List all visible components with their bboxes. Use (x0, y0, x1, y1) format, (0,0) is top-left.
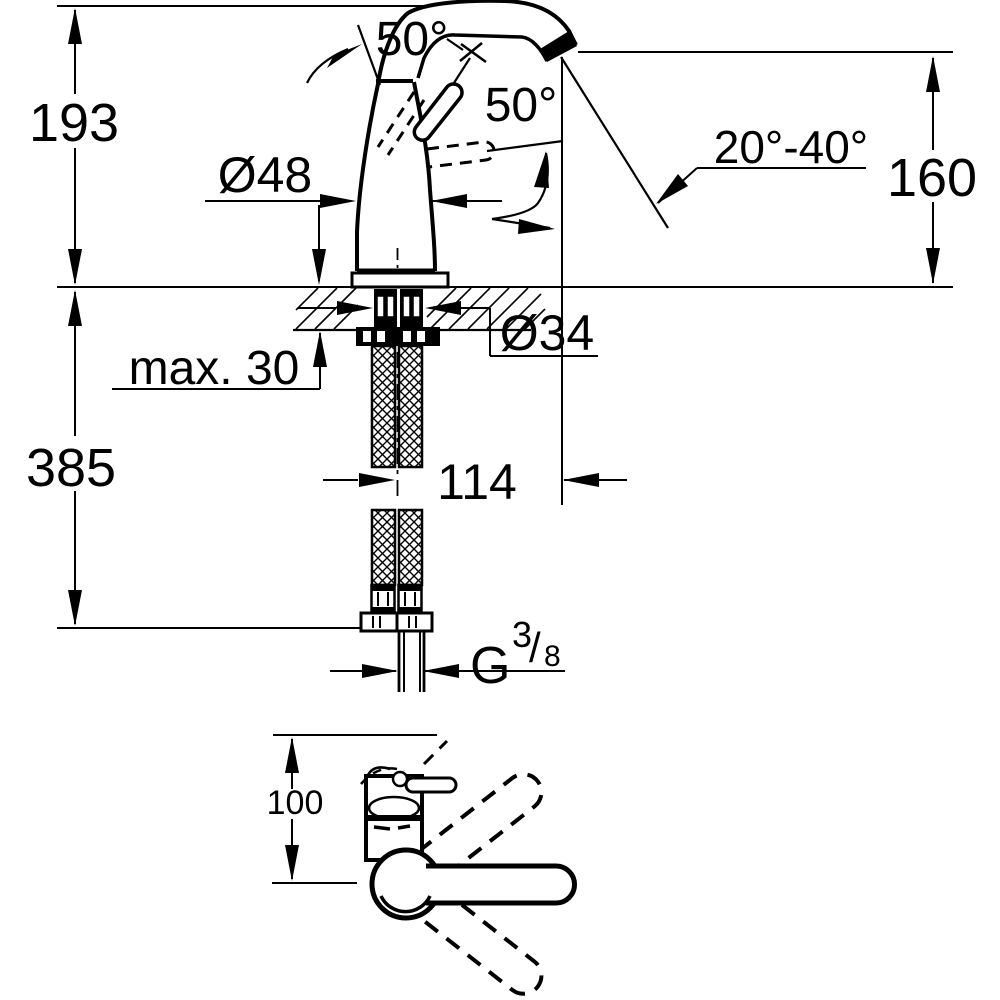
dim-label-max30: max. 30 (129, 342, 300, 395)
angle-construction-lines (306, 24, 669, 230)
angle-arc-50 (491, 152, 551, 230)
connection-pipe (397, 631, 426, 692)
thread-prefix: G (470, 637, 510, 695)
handle-horizontal-axis (486, 139, 564, 153)
pivot-cross-marker (459, 41, 487, 64)
angle-label-50-top: 50° (376, 13, 449, 66)
mounting-and-hoses (356, 289, 440, 692)
dim-label-100: 100 (267, 784, 324, 822)
plan-handle-pin (404, 776, 458, 794)
dim-label-160: 160 (887, 148, 977, 208)
handle-dashed-down (376, 91, 426, 156)
thread-numerator: 3 (512, 614, 532, 655)
handle-dashed-horizontal (426, 140, 496, 169)
dim-label-d34: Ø34 (500, 305, 595, 361)
angle-label-50-front: 50° (485, 79, 558, 132)
plan-lever-solid (426, 863, 577, 906)
lever-swivel-dashed-up (417, 772, 544, 882)
stream-angle-line (560, 56, 669, 229)
curved-leader (306, 47, 349, 84)
dim-label-114: 114 (437, 454, 517, 510)
handle-lever (412, 82, 464, 142)
base-plate (350, 271, 450, 289)
thread-slash: / (529, 624, 541, 671)
dimension-labels: 193 385 160 Ø48 Ø34 max. 30 114 50° 50° … (26, 13, 977, 822)
handle-axis-line-top (356, 24, 382, 86)
lever-swivel-dashed-down (417, 886, 544, 996)
thread-label-g38: G 3 / 8 (470, 614, 561, 695)
dim-label-193: 193 (29, 93, 119, 153)
plan-view (360, 739, 577, 996)
angle-label-20-40: 20°-40° (714, 121, 868, 173)
body-right-edge (412, 81, 437, 272)
spout-outer-edge (355, 0, 578, 271)
spout-outlet-face (540, 31, 577, 62)
hatch-lines (295, 287, 546, 330)
dim-label-d48: Ø48 (218, 147, 313, 203)
hose-nut-right (395, 611, 434, 633)
faucet-front-view (350, 0, 578, 289)
arrowheads (68, 8, 940, 881)
thread-denominator: 8 (544, 640, 561, 673)
supply-hose-left (370, 344, 397, 469)
dim-label-385: 385 (26, 438, 116, 498)
plan-inner-ring (379, 895, 432, 914)
spout-inner-edge (416, 33, 549, 79)
extension-lines (57, 5, 953, 884)
supply-hose-right (397, 344, 424, 469)
